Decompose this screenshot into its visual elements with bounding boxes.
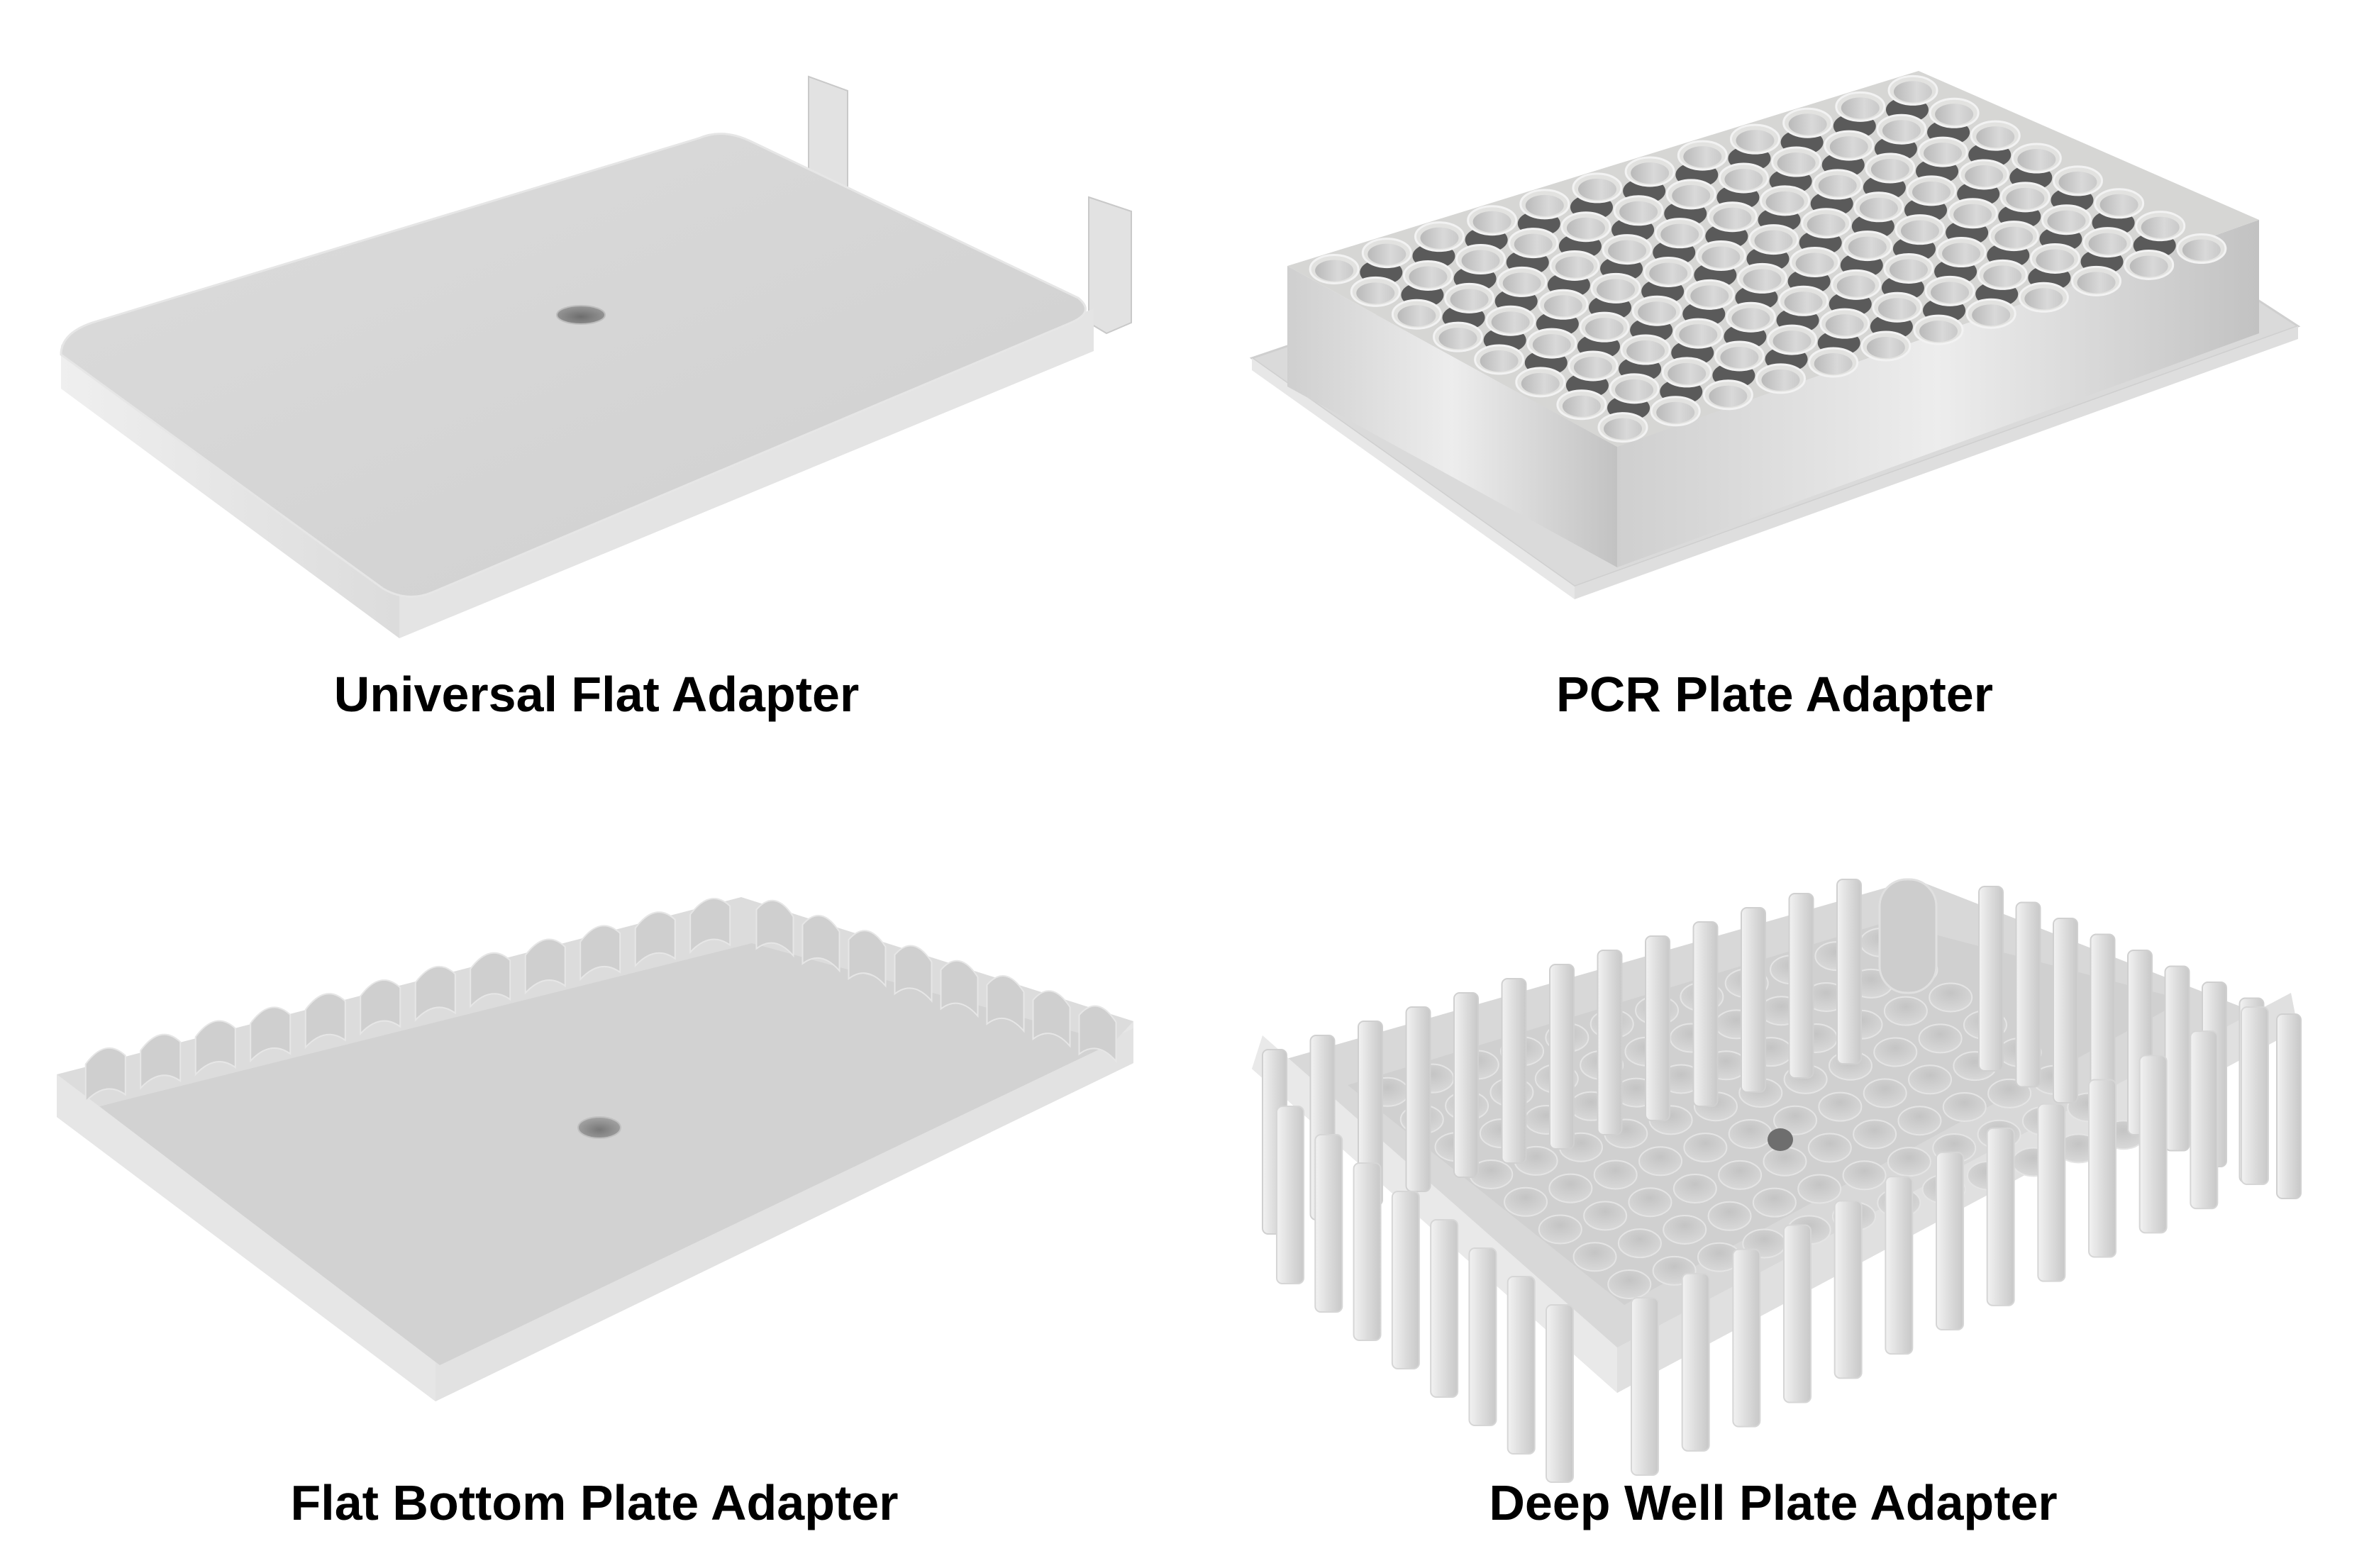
scalloped-flat-bottom-adapter-render <box>57 897 1133 1401</box>
panel-pcr-plate-adapter: PCR Plate Adapter <box>1184 0 2369 780</box>
caption-deep-well-plate-adapter: Deep Well Plate Adapter <box>1489 1475 2058 1530</box>
panel-flat-bottom-plate-adapter: Flat Bottom Plate Adapter <box>0 780 1184 1568</box>
pcr-well-grid <box>1309 74 2227 443</box>
caption-universal-flat-adapter: Universal Flat Adapter <box>333 667 860 722</box>
fin-array <box>1262 878 2302 1483</box>
finned-deep-well-adapter-render <box>1252 878 2302 1483</box>
panel-deep-well-plate-adapter: Deep Well Plate Adapter <box>1184 780 2369 1568</box>
panel-universal-flat-adapter: Universal Flat Adapter <box>0 0 1184 780</box>
pcr-tube-plate-adapter-render <box>1249 71 2301 599</box>
caption-pcr-plate-adapter: PCR Plate Adapter <box>1556 667 1993 722</box>
scalloped-wall <box>84 898 1117 1103</box>
caption-flat-bottom-plate-adapter: Flat Bottom Plate Adapter <box>290 1475 899 1530</box>
flat-plate-adapter-render <box>60 75 1132 638</box>
